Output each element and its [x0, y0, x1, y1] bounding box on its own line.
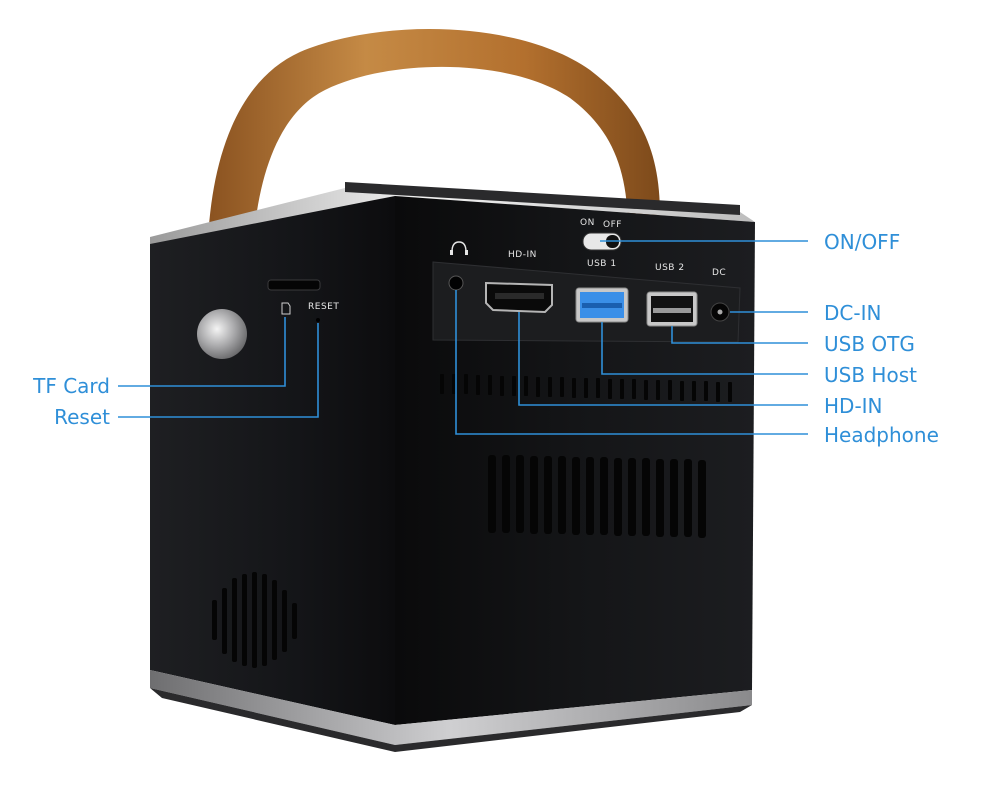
reset-printed-label: RESET [308, 302, 339, 312]
reset-hole[interactable] [316, 318, 320, 322]
callout-reset: Reset [54, 405, 110, 429]
lower-vent [488, 455, 706, 538]
usb1-printed-label: USB 1 [587, 259, 617, 269]
tf-card-slot[interactable] [267, 279, 321, 291]
leader-reset [118, 323, 319, 418]
callout-usb-otg: USB OTG [824, 332, 915, 356]
callout-tf-card: TF Card [32, 374, 110, 398]
leader-usb-host [601, 322, 808, 375]
callout-usb-host: USB Host [824, 363, 917, 387]
upper-vent [440, 374, 732, 402]
callout-on-off: ON/OFF [824, 230, 900, 254]
callout-headphone: Headphone [824, 423, 939, 447]
callout-dc-in: DC-IN [824, 301, 881, 325]
callout-hd-in: HD-IN [824, 394, 883, 418]
leader-usb-otg [671, 326, 808, 344]
headphone-port[interactable] [448, 275, 464, 291]
leader-tf-card [118, 317, 286, 387]
sd-card-icon [281, 302, 291, 315]
leader-headphone [455, 290, 808, 435]
switch-off-label: OFF [603, 220, 622, 230]
usb2-printed-label: USB 2 [655, 263, 685, 273]
speaker-grille [212, 572, 297, 668]
dc-printed-label: DC [712, 268, 726, 278]
switch-on-label: ON [580, 218, 595, 228]
strap-knob [197, 309, 247, 359]
headphone-icon [450, 241, 468, 255]
leader-hd-in [518, 312, 808, 406]
callout-leaders [118, 240, 808, 435]
hd-in-printed-label: HD-IN [508, 250, 537, 260]
